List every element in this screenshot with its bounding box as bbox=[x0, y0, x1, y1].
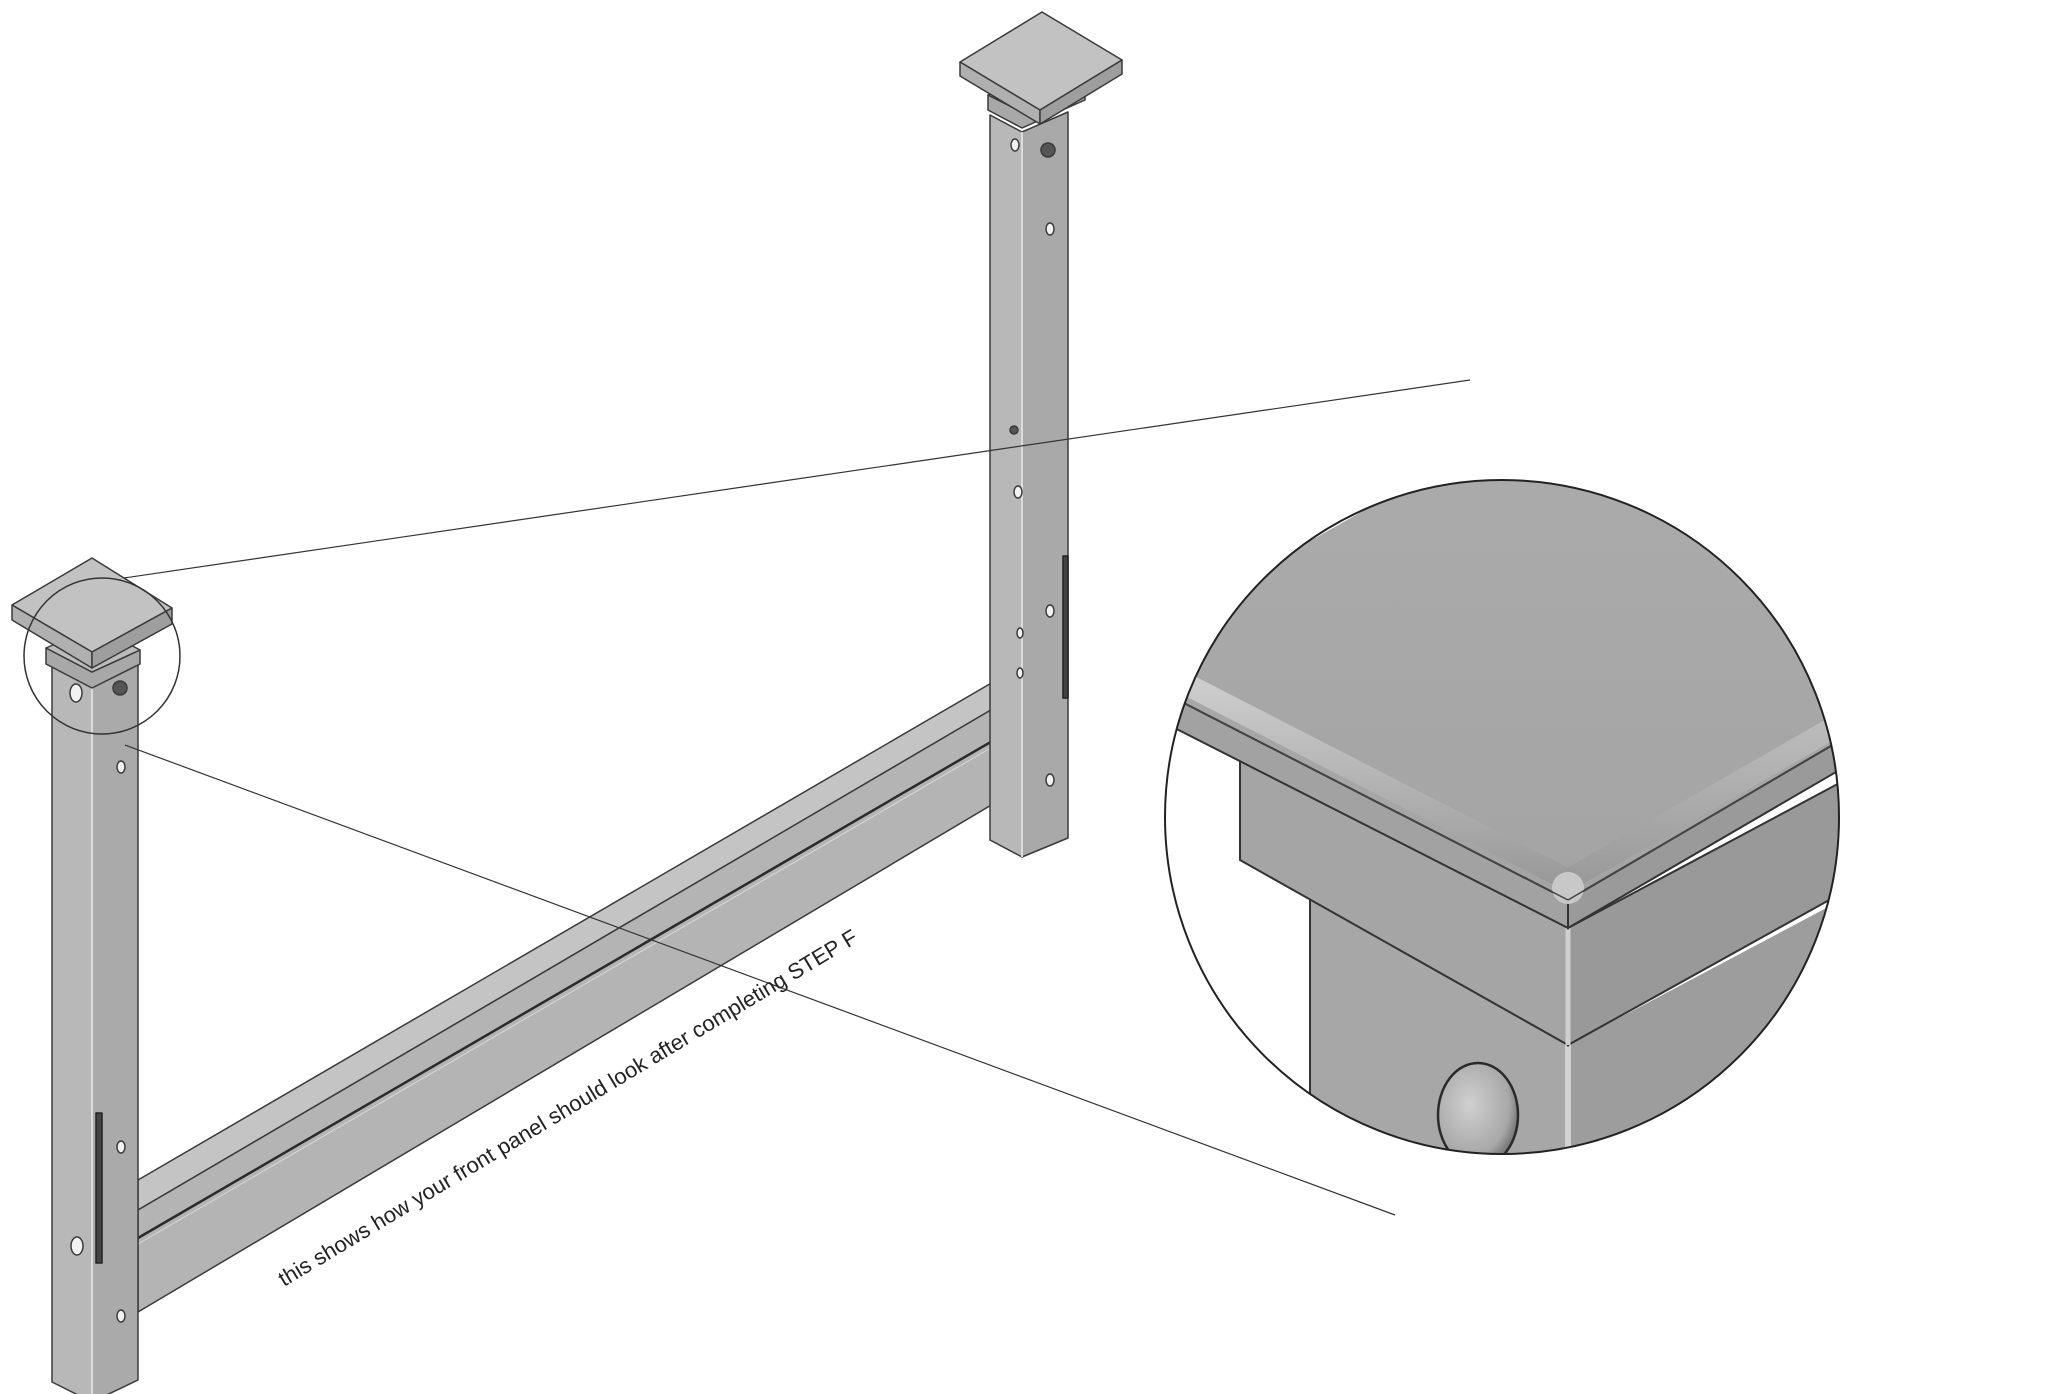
zoom-bolt-hole bbox=[1436, 1061, 1520, 1154]
rail-seam bbox=[137, 720, 1026, 1240]
zoom-circle bbox=[1164, 479, 1840, 1155]
hole bbox=[116, 1140, 126, 1154]
back-post-right-face bbox=[1021, 111, 1069, 858]
rail-top-face bbox=[137, 677, 1026, 1211]
hole bbox=[69, 683, 83, 703]
zoom-leader-top bbox=[123, 379, 1471, 579]
zoom-post-left-face bbox=[1310, 895, 1568, 1154]
post-slot bbox=[95, 1112, 103, 1264]
back-post-cap bbox=[959, 11, 1123, 129]
bolt-icon bbox=[1009, 425, 1019, 435]
hole bbox=[1045, 604, 1055, 618]
post-slot bbox=[1062, 555, 1069, 699]
back-post bbox=[989, 111, 1069, 858]
zoom-detail bbox=[1165, 480, 1839, 1154]
hole bbox=[1045, 773, 1055, 787]
front-post-left-face bbox=[51, 659, 93, 1394]
screw-icon bbox=[1772, 1034, 1839, 1146]
hole bbox=[1016, 627, 1024, 639]
front-rail bbox=[137, 677, 1026, 1313]
zoom-leader-bottom bbox=[124, 744, 1396, 1216]
front-post-cap bbox=[11, 557, 173, 689]
rail-front-face bbox=[137, 689, 1026, 1313]
front-post-right-face bbox=[91, 657, 139, 1394]
hole bbox=[1045, 222, 1055, 236]
hole bbox=[116, 1309, 126, 1323]
hole bbox=[70, 1236, 84, 1256]
front-post bbox=[51, 657, 139, 1394]
screw-icon bbox=[1040, 142, 1056, 158]
hole bbox=[116, 760, 126, 774]
hole bbox=[1010, 138, 1020, 152]
detail-callout-circle bbox=[23, 577, 181, 735]
screw-icon bbox=[112, 680, 128, 696]
zoom-cap-right-edge bbox=[1567, 598, 1839, 930]
hole bbox=[1016, 667, 1024, 679]
hole bbox=[1013, 485, 1023, 499]
